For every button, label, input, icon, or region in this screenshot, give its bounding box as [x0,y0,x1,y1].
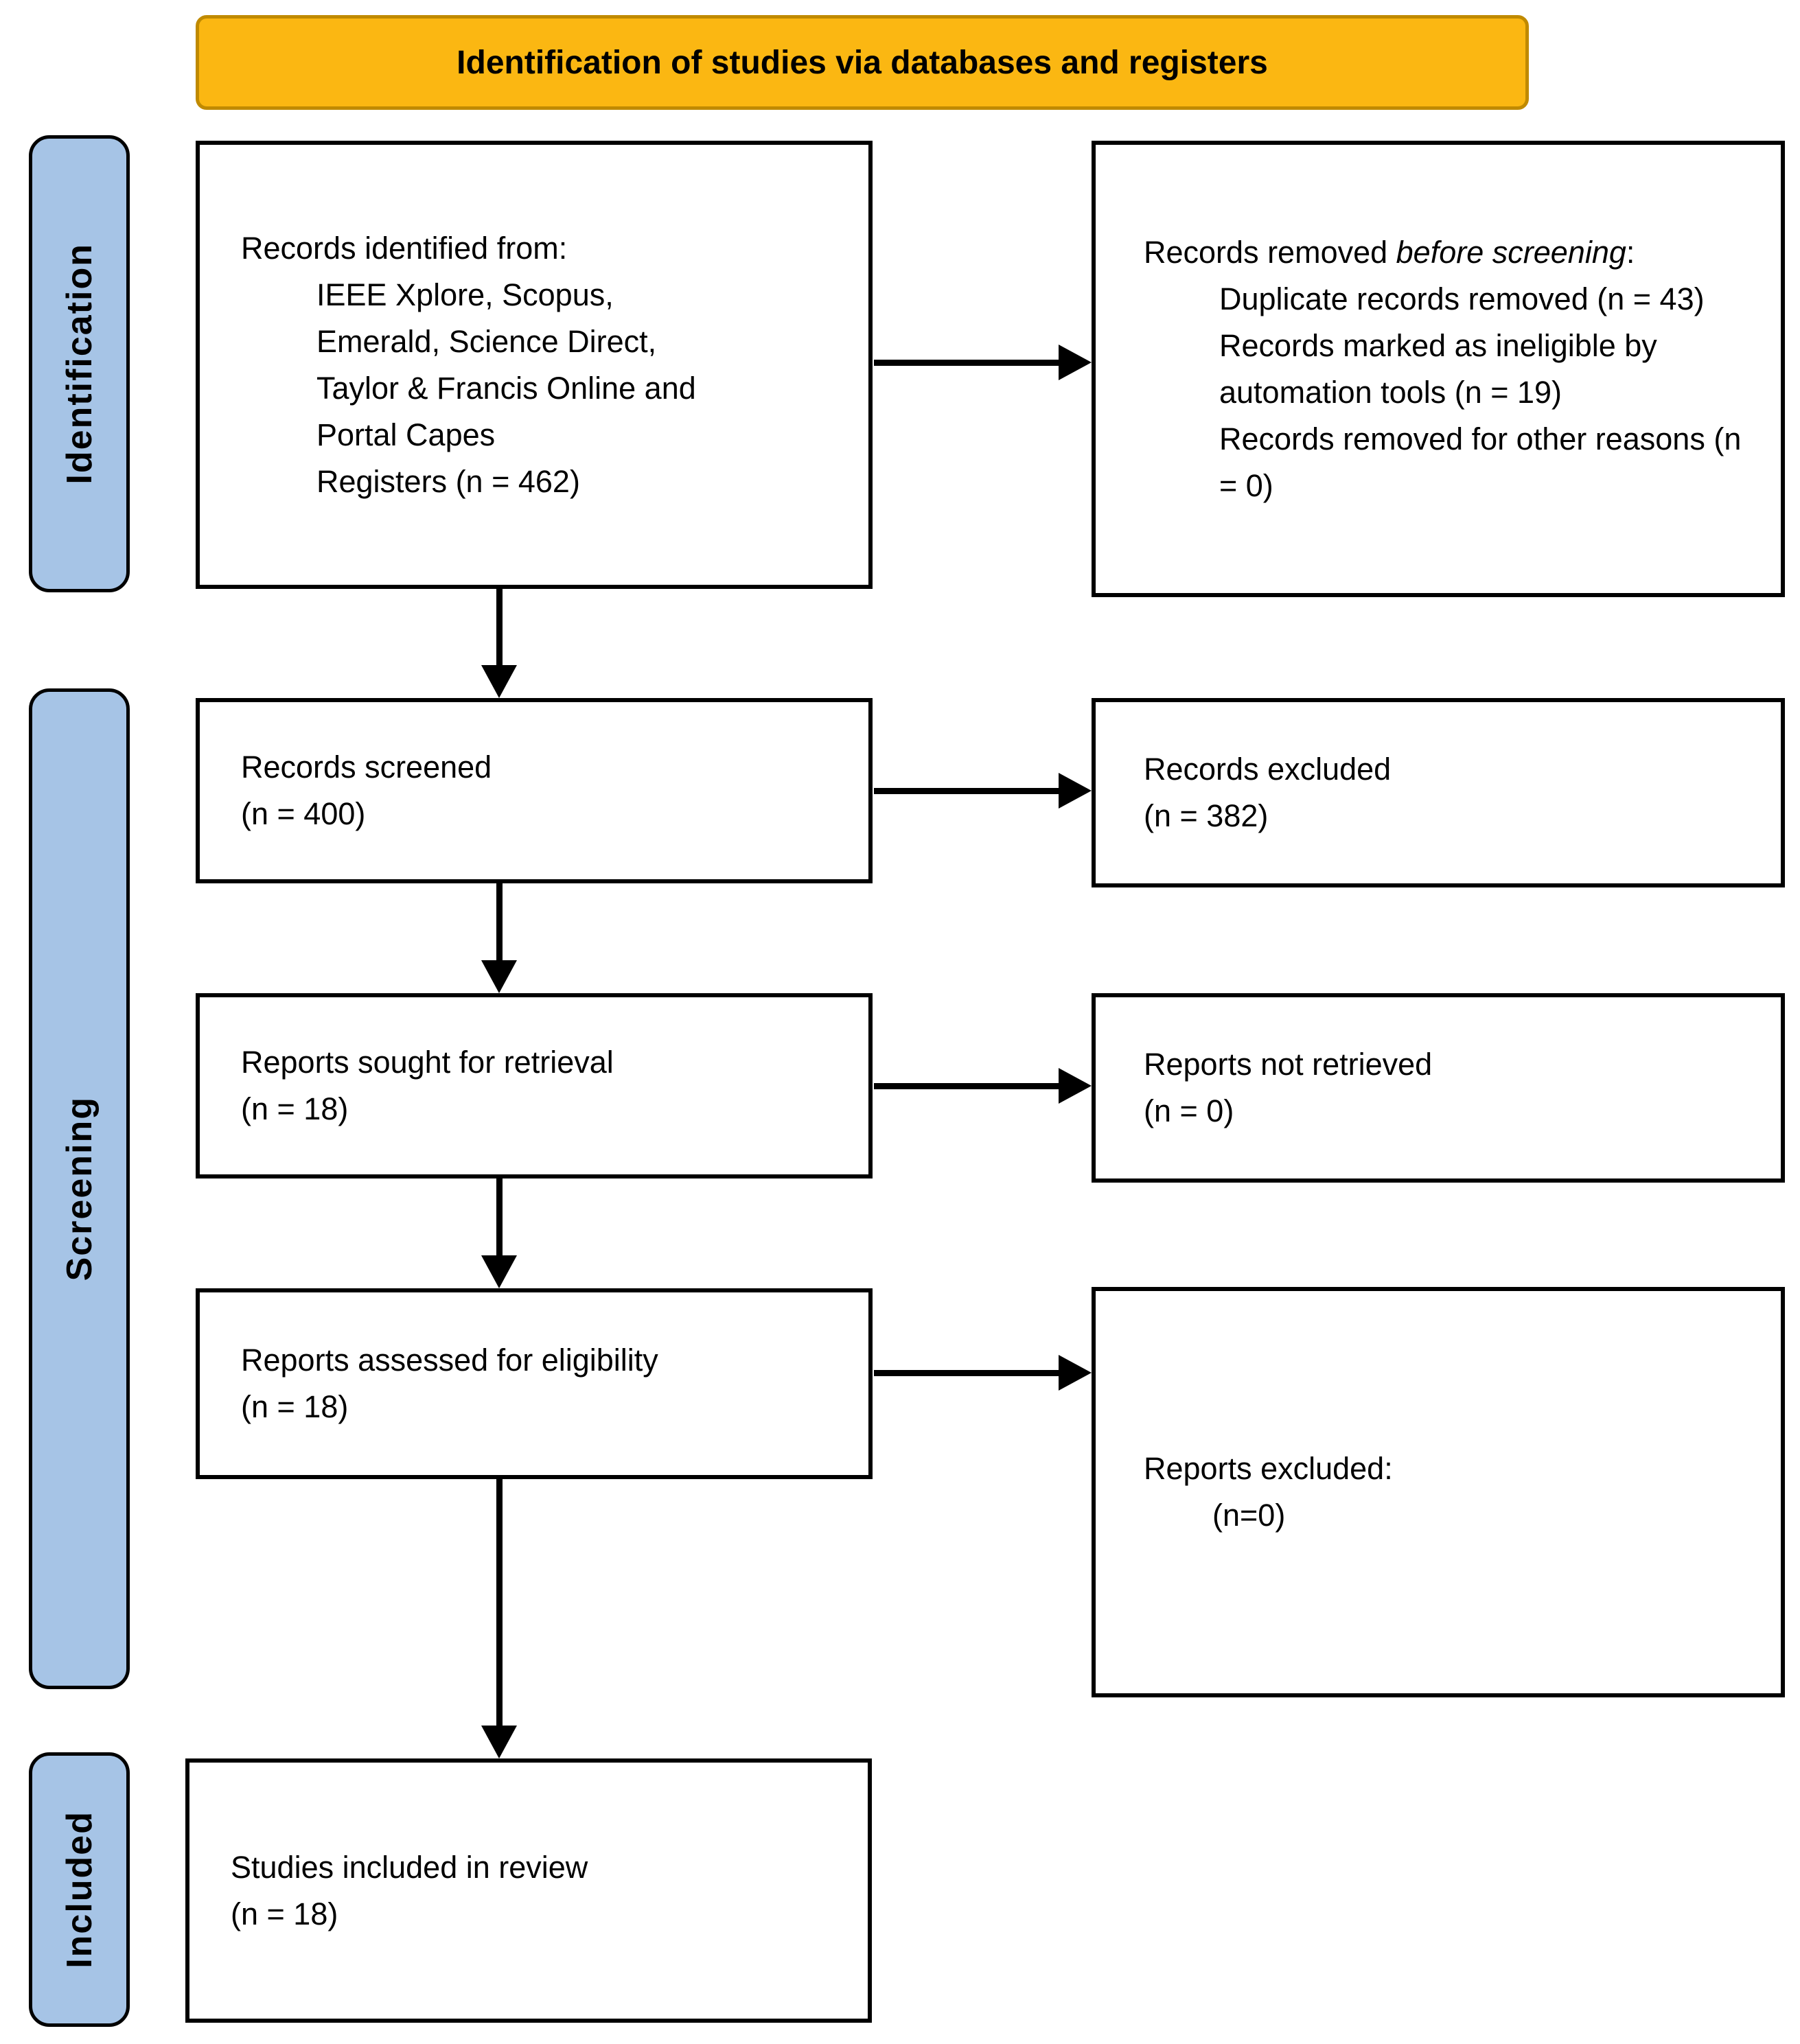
box-reports-assessed: Reports assessed for eligibility (n = 18… [196,1288,873,1479]
stage-label-included-text: Included [59,1811,100,1968]
stage-label-identification: Identification [29,135,130,592]
box-records-removed-before-screening: Records removed before screening: Duplic… [1092,141,1785,597]
stage-label-screening-text: Screening [59,1096,100,1281]
records-identified-source-line: Emerald, Science Direct, [316,323,657,359]
arrowhead-sought-to-not-retrieved [1059,1068,1092,1104]
reports-assessed-count: (n = 18) [241,1389,349,1424]
studies-included-label: Studies included in review [231,1849,588,1885]
arrowhead-assessed-to-excluded [1059,1355,1092,1391]
box-records-screened: Records screened (n = 400) [196,698,873,883]
records-screened-count: (n = 400) [241,796,366,831]
arrow-assessed-to-included [496,1479,503,1728]
records-excluded-count: (n = 382) [1144,798,1269,833]
records-identified-source-line: Taylor & Francis Online and [316,370,696,406]
reports-not-retrieved-count: (n = 0) [1144,1093,1234,1128]
records-removed-intro-italic: before screening [1396,234,1626,270]
reports-excluded-count: (n=0) [1212,1498,1286,1533]
stage-label-included: Included [29,1752,130,2027]
records-identified-source-line: Portal Capes [316,417,496,452]
arrow-screened-to-excluded [874,788,1065,794]
title-banner-label: Identification of studies via databases … [457,44,1268,81]
records-removed-item-other: Records removed for other reasons (n = 0… [1219,421,1742,503]
stage-label-screening: Screening [29,688,130,1689]
reports-sought-label: Reports sought for retrieval [241,1045,614,1080]
records-removed-intro-prefix: Records removed [1144,234,1396,270]
arrow-identified-to-screened [496,589,503,668]
box-reports-not-retrieved: Reports not retrieved (n = 0) [1092,993,1785,1183]
arrow-identified-to-removed [874,360,1065,366]
arrowhead-screened-to-excluded [1059,773,1092,809]
arrowhead-identified-to-removed [1059,345,1092,380]
records-removed-item-automation: Records marked as ineligible by automati… [1219,327,1657,410]
arrowhead-identified-to-screened [481,665,517,698]
box-records-excluded: Records excluded (n = 382) [1092,698,1785,887]
arrowhead-sought-to-assessed [481,1255,517,1288]
arrow-sought-to-assessed [496,1178,503,1257]
records-screened-label: Records screened [241,750,492,785]
records-removed-intro-suffix: : [1626,234,1635,270]
reports-assessed-label: Reports assessed for eligibility [241,1343,658,1378]
records-identified-registers-count: Registers (n = 462) [316,463,580,499]
records-excluded-label: Records excluded [1144,752,1392,787]
records-removed-intro: Records removed before screening: [1144,229,1757,276]
reports-excluded-label: Reports excluded: [1144,1451,1393,1486]
records-identified-source-line: IEEE Xplore, Scopus, [316,277,614,312]
title-banner: Identification of studies via databases … [196,15,1529,110]
box-reports-sought: Reports sought for retrieval (n = 18) [196,993,873,1178]
box-studies-included: Studies included in review (n = 18) [185,1758,872,2023]
arrow-sought-to-not-retrieved [874,1083,1065,1089]
records-identified-intro: Records identified from: [241,230,568,266]
studies-included-count: (n = 18) [231,1896,338,1931]
stage-label-identification-text: Identification [59,243,100,485]
arrow-screened-to-sought [496,883,503,962]
box-records-identified: Records identified from: IEEE Xplore, Sc… [196,141,873,589]
arrowhead-screened-to-sought [481,960,517,993]
arrow-assessed-to-excluded [874,1370,1065,1376]
records-removed-item-duplicates: Duplicate records removed (n = 43) [1219,281,1705,316]
reports-sought-count: (n = 18) [241,1091,349,1126]
arrowhead-assessed-to-included [481,1726,517,1758]
reports-not-retrieved-label: Reports not retrieved [1144,1047,1433,1082]
box-reports-excluded: Reports excluded: (n=0) [1092,1287,1785,1697]
